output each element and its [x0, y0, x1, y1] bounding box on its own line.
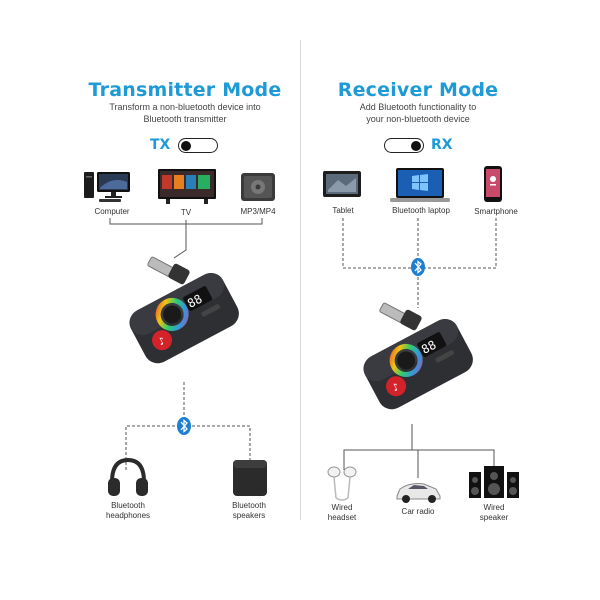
- earphones-icon: [327, 466, 357, 501]
- rx-toggle[interactable]: [384, 138, 424, 153]
- rx-output-label-headset: Wired headset: [312, 503, 372, 523]
- tx-output-label-speakers-line2: speakers: [232, 511, 266, 520]
- smartphone-icon: [484, 166, 502, 202]
- speaker-icon: [233, 460, 267, 496]
- svg-text:88: 88: [185, 292, 204, 311]
- tx-subtitle-line2: Bluetooth transmitter: [143, 114, 227, 124]
- tv-icon: [158, 169, 216, 204]
- wired-speaker-icon: [469, 466, 519, 498]
- headphones-icon: [108, 457, 148, 496]
- tx-source-label-tv: TV: [180, 208, 192, 217]
- bluetooth-icon: [177, 417, 191, 435]
- rx-source-label-smartphone: Smartphone: [474, 207, 518, 216]
- rx-subtitle-line1: Add Bluetooth functionality to: [359, 102, 477, 112]
- rx-output-label-headset-line1: Wired: [331, 503, 353, 512]
- tx-title: Transmitter Mode: [88, 79, 282, 101]
- rx-output-label-speaker-line1: Wired: [483, 503, 505, 512]
- tx-subtitle-line1: Transform a non-bluetooth device into: [109, 102, 261, 112]
- tx-output-label-headphones-line1: Bluetooth: [111, 501, 145, 510]
- rx-output-label-car-line1: Car radio: [401, 507, 435, 516]
- tx-adapter-device: ♪ 88: [129, 256, 239, 364]
- rx-subtitle-line2: your non-bluetooth device: [366, 114, 470, 124]
- center-divider: [300, 40, 301, 520]
- car-icon: [396, 483, 441, 503]
- tx-output-label-headphones-line2: headphones: [105, 511, 151, 520]
- rx-toggle-label: RX: [431, 137, 453, 153]
- laptop-icon: [390, 168, 450, 202]
- toggle-knob: [411, 140, 421, 151]
- svg-text:♪: ♪: [157, 336, 168, 349]
- svg-text:88: 88: [419, 338, 438, 357]
- tx-toggle-label: TX: [150, 137, 171, 153]
- tablet-icon: [323, 171, 361, 197]
- rx-output-label-speaker: Wired speaker: [464, 503, 524, 523]
- computer-icon: [84, 172, 130, 202]
- tx-toggle[interactable]: [178, 138, 218, 153]
- svg-text:♪: ♪: [391, 382, 402, 395]
- rx-output-label-speaker-line2: speaker: [479, 513, 509, 522]
- rx-adapter-device: ♪ 88: [363, 302, 473, 410]
- rx-output-label-headset-line2: headset: [327, 513, 357, 522]
- rx-output-label-car: Car radio: [388, 507, 448, 517]
- rx-source-label-tablet: Tablet: [332, 206, 354, 215]
- tx-source-label-mp3: MP3/MP4: [240, 207, 276, 216]
- tx-output-label-speakers-line1: Bluetooth: [232, 501, 266, 510]
- toggle-knob: [181, 140, 191, 151]
- rx-subtitle: Add Bluetooth functionality to your non-…: [268, 101, 568, 125]
- tx-source-label-computer: Computer: [94, 207, 130, 216]
- tx-subtitle: Transform a non-bluetooth device into Bl…: [35, 101, 335, 125]
- rx-source-label-laptop: Bluetooth laptop: [392, 206, 450, 215]
- tx-output-label-speakers: Bluetooth speakers: [219, 501, 279, 521]
- mp3-player-icon: [241, 173, 275, 201]
- rx-title: Receiver Mode: [337, 79, 499, 101]
- bluetooth-icon: [411, 258, 425, 276]
- tx-output-label-headphones: Bluetooth headphones: [98, 501, 158, 521]
